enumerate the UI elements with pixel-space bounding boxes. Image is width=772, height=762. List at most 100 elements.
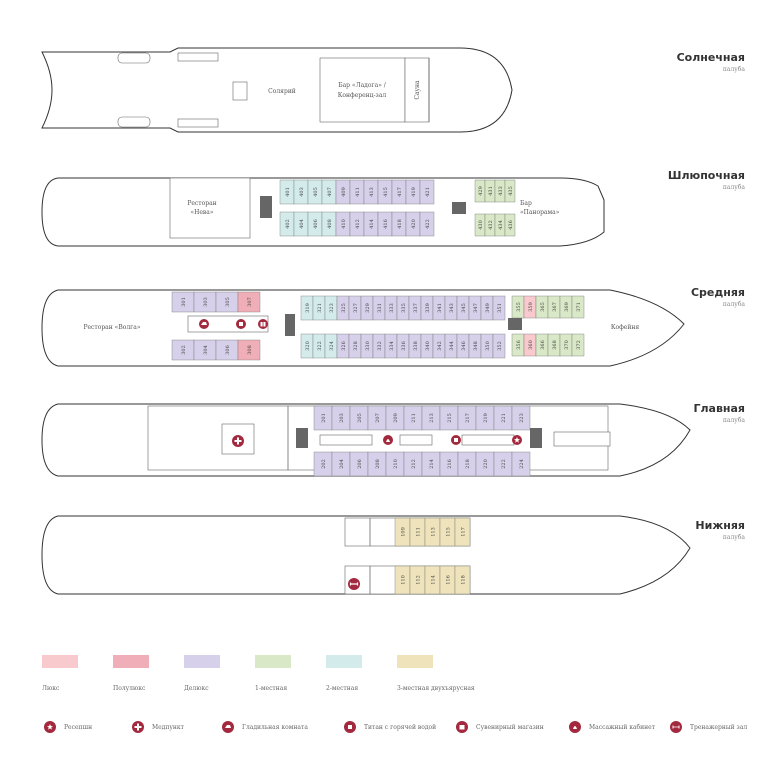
cabin-224[interactable]: 224 [511,451,531,477]
cabin-332[interactable]: 332 [372,333,386,359]
cabin-322[interactable]: 322 [312,333,326,359]
cabin-211[interactable]: 211 [403,405,423,431]
cabin-402[interactable]: 402 [279,211,295,237]
cabin-346[interactable]: 346 [456,333,470,359]
cabin-366[interactable]: 366 [535,333,549,357]
cabin-419[interactable]: 419 [405,179,421,205]
cabin-319[interactable]: 319 [300,295,314,321]
cabin-418[interactable]: 418 [391,211,407,237]
cabin-344[interactable]: 344 [444,333,458,359]
cabin-208[interactable]: 208 [367,451,387,477]
cabin-404[interactable]: 404 [293,211,309,237]
cabin-372[interactable]: 372 [571,333,585,357]
cabin-342[interactable]: 342 [432,333,446,359]
cabin-409[interactable]: 409 [335,179,351,205]
cabin-334[interactable]: 334 [384,333,398,359]
cabin-434[interactable]: 434 [494,213,506,237]
cabin-214[interactable]: 214 [421,451,441,477]
cabin-415[interactable]: 415 [377,179,393,205]
cabin-329[interactable]: 329 [360,295,374,321]
cabin-118[interactable]: 118 [454,565,471,595]
cabin-117[interactable]: 117 [454,517,471,547]
cabin-306[interactable]: 306 [215,339,239,361]
cabin-333[interactable]: 333 [384,295,398,321]
cabin-205[interactable]: 205 [349,405,369,431]
cabin-325[interactable]: 325 [336,295,350,321]
cabin-405[interactable]: 405 [307,179,323,205]
cabin-115[interactable]: 115 [439,517,456,547]
cabin-406[interactable]: 406 [307,211,323,237]
cabin-301[interactable]: 301 [171,291,195,313]
cabin-116[interactable]: 116 [439,565,456,595]
cabin-304[interactable]: 304 [193,339,217,361]
cabin-217[interactable]: 217 [457,405,477,431]
cabin-371[interactable]: 371 [571,295,585,319]
cabin-212[interactable]: 212 [403,451,423,477]
cabin-355[interactable]: 355 [511,295,525,319]
cabin-369[interactable]: 369 [559,295,573,319]
cabin-201[interactable]: 201 [313,405,333,431]
cabin-422[interactable]: 422 [419,211,435,237]
cabin-207[interactable]: 207 [367,405,387,431]
cabin-348[interactable]: 348 [468,333,482,359]
cabin-416[interactable]: 416 [377,211,393,237]
cabin-338[interactable]: 338 [408,333,422,359]
cabin-349[interactable]: 349 [480,295,494,321]
cabin-365[interactable]: 365 [535,295,549,319]
cabin-403[interactable]: 403 [293,179,309,205]
cabin-219[interactable]: 219 [475,405,495,431]
cabin-320[interactable]: 320 [300,333,314,359]
cabin-111[interactable]: 111 [409,517,426,547]
cabin-110[interactable]: 110 [394,565,411,595]
cabin-215[interactable]: 215 [439,405,459,431]
cabin-367[interactable]: 367 [547,295,561,319]
cabin-302[interactable]: 302 [171,339,195,361]
cabin-417[interactable]: 417 [391,179,407,205]
cabin-112[interactable]: 112 [409,565,426,595]
cabin-220[interactable]: 220 [475,451,495,477]
cabin-433[interactable]: 433 [494,179,506,203]
cabin-218[interactable]: 218 [457,451,477,477]
cabin-307[interactable]: 307 [237,291,261,313]
cabin-341[interactable]: 341 [432,295,446,321]
cabin-308[interactable]: 308 [237,339,261,361]
cabin-359[interactable]: 359 [523,295,537,319]
cabin-216[interactable]: 216 [439,451,459,477]
cabin-213[interactable]: 213 [421,405,441,431]
cabin-335[interactable]: 335 [396,295,410,321]
cabin-370[interactable]: 370 [559,333,573,357]
cabin-326[interactable]: 326 [336,333,350,359]
cabin-347[interactable]: 347 [468,295,482,321]
cabin-303[interactable]: 303 [193,291,217,313]
cabin-412[interactable]: 412 [349,211,365,237]
cabin-411[interactable]: 411 [349,179,365,205]
cabin-340[interactable]: 340 [420,333,434,359]
cabin-330[interactable]: 330 [360,333,374,359]
cabin-305[interactable]: 305 [215,291,239,313]
cabin-430[interactable]: 430 [474,213,486,237]
cabin-408[interactable]: 408 [321,211,337,237]
cabin-203[interactable]: 203 [331,405,351,431]
cabin-343[interactable]: 343 [444,295,458,321]
cabin-328[interactable]: 328 [348,333,362,359]
cabin-351[interactable]: 351 [492,295,506,321]
cabin-206[interactable]: 206 [349,451,369,477]
cabin-350[interactable]: 350 [480,333,494,359]
cabin-202[interactable]: 202 [313,451,333,477]
cabin-323[interactable]: 323 [324,295,338,321]
cabin-407[interactable]: 407 [321,179,337,205]
cabin-331[interactable]: 331 [372,295,386,321]
cabin-327[interactable]: 327 [348,295,362,321]
cabin-345[interactable]: 345 [456,295,470,321]
cabin-420[interactable]: 420 [405,211,421,237]
cabin-114[interactable]: 114 [424,565,441,595]
cabin-321[interactable]: 321 [312,295,326,321]
cabin-421[interactable]: 421 [419,179,435,205]
cabin-324[interactable]: 324 [324,333,338,359]
cabin-436[interactable]: 436 [504,213,516,237]
cabin-210[interactable]: 210 [385,451,405,477]
cabin-410[interactable]: 410 [335,211,351,237]
cabin-360[interactable]: 360 [523,333,537,357]
cabin-204[interactable]: 204 [331,451,351,477]
cabin-109[interactable]: 109 [394,517,411,547]
